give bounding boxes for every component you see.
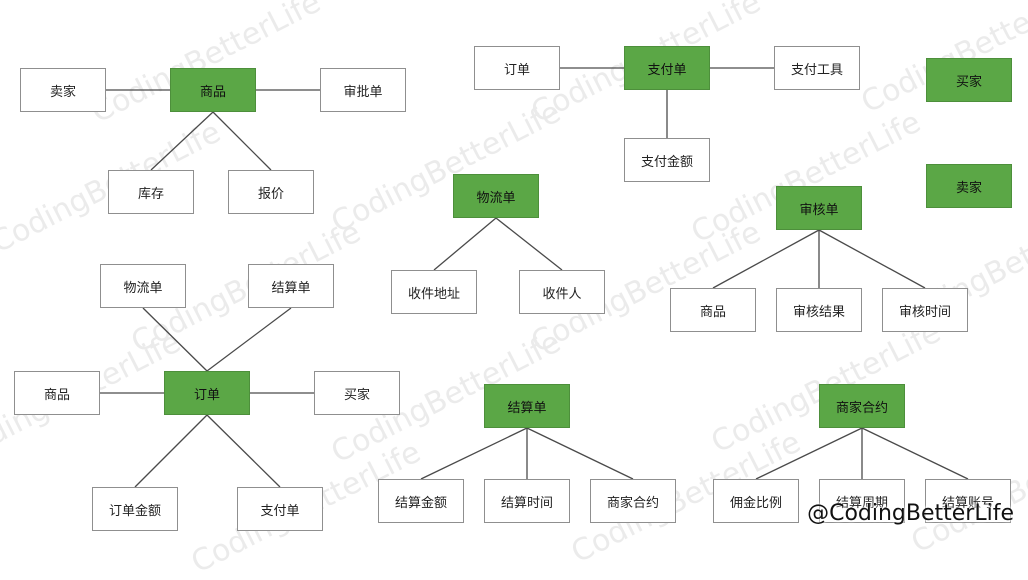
order-edge-5 — [206, 414, 281, 488]
contract-edge-0 — [755, 427, 863, 480]
contract-entity-node-label: 商家合约 — [835, 400, 888, 416]
diagram-edges — [100, 67, 969, 488]
contract-edge-2 — [861, 427, 969, 480]
contract-attribute-node: 佣金比例 — [713, 479, 799, 523]
product-attribute-node: 卖家 — [20, 68, 106, 112]
settlement-edge-2 — [526, 427, 634, 480]
audit-entity-node-label: 审核单 — [799, 202, 839, 218]
order-attribute-node: 订单金额 — [92, 487, 178, 531]
order-attribute-node: 结算单 — [248, 264, 334, 308]
product-entity-node-label: 商品 — [199, 84, 226, 100]
settlement-attribute-node: 结算金额 — [378, 479, 464, 523]
settlement-attribute-node: 商家合约 — [590, 479, 676, 523]
order-attribute-node: 物流单 — [100, 264, 186, 308]
order-attribute-node-label: 商品 — [43, 387, 70, 403]
contract-attribute-node: 结算周期 — [819, 479, 905, 523]
audit-edge-0 — [712, 229, 820, 289]
audit-attribute-node: 商品 — [670, 288, 756, 332]
audit-edge-2 — [818, 229, 926, 289]
seller-entity-node: 卖家 — [926, 164, 1012, 208]
settlement-entity-node: 结算单 — [484, 384, 570, 428]
product-entity-node: 商品 — [170, 68, 256, 112]
contract-attribute-node-label: 结算账号 — [941, 495, 994, 511]
order-attribute-node-label: 结算单 — [271, 280, 311, 296]
contract-entity-node: 商家合约 — [819, 384, 905, 428]
audit-attribute-node-label: 审核结果 — [792, 304, 845, 320]
order-edge-1 — [206, 307, 292, 372]
settlement-entity-node-label: 结算单 — [507, 400, 547, 416]
buyer-entity-node-label: 买家 — [955, 74, 982, 90]
order-attribute-node-label: 买家 — [343, 387, 370, 403]
logistics-attribute-node-label: 收件人 — [542, 286, 582, 302]
product-attribute-node-label: 库存 — [137, 186, 164, 202]
payment-attribute-node-label: 支付工具 — [790, 62, 843, 78]
order-attribute-node: 支付单 — [237, 487, 323, 531]
contract-attribute-node: 结算账号 — [925, 479, 1011, 523]
product-attribute-node: 审批单 — [320, 68, 406, 112]
audit-attribute-node: 审核结果 — [776, 288, 862, 332]
product-attribute-node-label: 卖家 — [49, 84, 76, 100]
seller-entity-node-label: 卖家 — [955, 180, 982, 196]
logistics-attribute-node-label: 收件地址 — [407, 286, 460, 302]
logistics-edge-0 — [433, 217, 497, 271]
audit-attribute-node: 审核时间 — [882, 288, 968, 332]
author-handle: @CodingBetterLife — [807, 501, 1014, 526]
payment-entity-node: 支付单 — [624, 46, 710, 90]
product-edge-2 — [150, 111, 214, 171]
audit-entity-node: 审核单 — [776, 186, 862, 230]
payment-attribute-node: 支付工具 — [774, 46, 860, 90]
order-attribute-node: 买家 — [314, 371, 400, 415]
product-edge-3 — [212, 111, 272, 171]
logistics-attribute-node: 收件人 — [519, 270, 605, 314]
product-attribute-node: 库存 — [108, 170, 194, 214]
order-entity-node-label: 订单 — [193, 387, 220, 403]
settlement-attribute-node-label: 结算金额 — [394, 495, 447, 511]
payment-attribute-node-label: 支付金额 — [640, 154, 693, 170]
contract-attribute-node-label: 结算周期 — [835, 495, 888, 511]
settlement-attribute-node-label: 商家合约 — [606, 495, 659, 511]
order-edge-0 — [142, 307, 208, 372]
product-attribute-node: 报价 — [228, 170, 314, 214]
order-edge-4 — [134, 414, 208, 488]
logistics-entity-node: 物流单 — [453, 174, 539, 218]
product-attribute-node-label: 审批单 — [343, 84, 383, 100]
order-attribute-node-label: 支付单 — [260, 503, 300, 519]
payment-attribute-node: 订单 — [474, 46, 560, 90]
settlement-attribute-node-label: 结算时间 — [500, 495, 553, 511]
payment-attribute-node: 支付金额 — [624, 138, 710, 182]
contract-attribute-node-label: 佣金比例 — [729, 495, 782, 511]
audit-attribute-node-label: 审核时间 — [898, 304, 951, 320]
logistics-edge-1 — [495, 217, 563, 271]
payment-entity-node-label: 支付单 — [647, 62, 687, 78]
settlement-edge-0 — [420, 427, 528, 480]
order-attribute-node: 商品 — [14, 371, 100, 415]
logistics-entity-node-label: 物流单 — [476, 190, 516, 206]
order-attribute-node-label: 物流单 — [123, 280, 163, 296]
buyer-entity-node: 买家 — [926, 58, 1012, 102]
order-attribute-node-label: 订单金额 — [108, 503, 161, 519]
product-attribute-node-label: 报价 — [257, 186, 284, 202]
settlement-attribute-node: 结算时间 — [484, 479, 570, 523]
order-entity-node: 订单 — [164, 371, 250, 415]
logistics-attribute-node: 收件地址 — [391, 270, 477, 314]
audit-attribute-node-label: 商品 — [699, 304, 726, 320]
payment-attribute-node-label: 订单 — [503, 62, 530, 78]
